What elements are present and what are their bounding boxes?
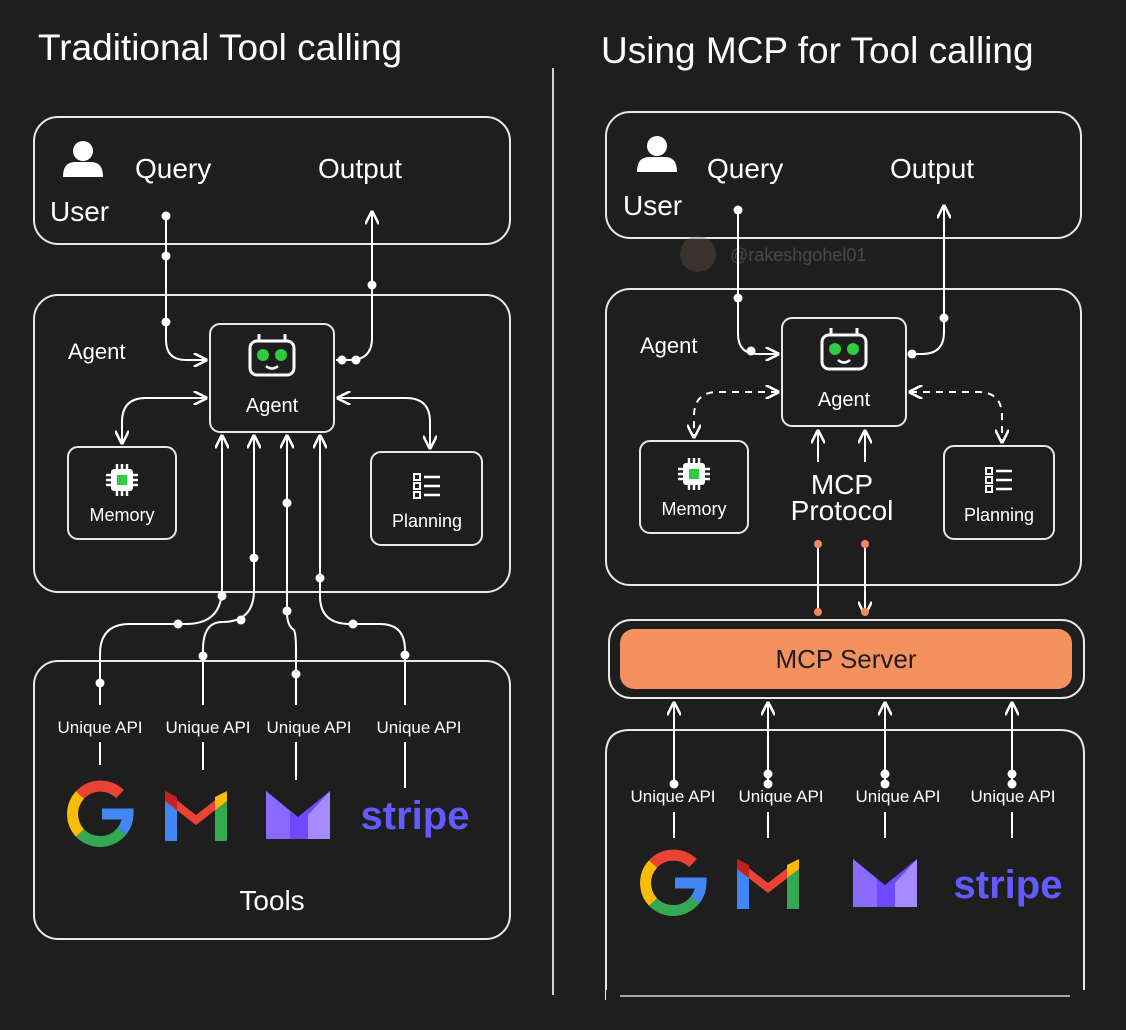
- mcp-server-frame: [608, 619, 1085, 699]
- right-agent-label: Agent: [818, 389, 871, 411]
- left-api-label-1: Unique API: [57, 718, 142, 737]
- right-output-label: Output: [890, 153, 974, 184]
- right-query-label: Query: [707, 153, 783, 184]
- right-planning-connector: [910, 392, 1002, 442]
- google-logo: [70, 786, 130, 847]
- right-memory-connector: [694, 392, 778, 437]
- left-agent-section-label: Agent: [68, 339, 126, 364]
- left-planning-connector: [338, 398, 430, 448]
- google-logo: [643, 855, 703, 916]
- gmail-logo: [165, 791, 227, 841]
- right-agent-section: [605, 288, 1082, 586]
- left-tools-label: Tools: [239, 885, 304, 916]
- left-output-label: Output: [318, 153, 402, 184]
- left-tool-connectors: [95, 436, 410, 705]
- proton-mail-logo: [853, 859, 917, 907]
- left-output-connector: [336, 212, 377, 365]
- left-agent-node: [209, 323, 335, 433]
- left-tools-box: [33, 660, 511, 940]
- right-agent-section-label: Agent: [640, 333, 698, 358]
- stripe-logo: stripe: [361, 794, 470, 838]
- left-panel: Traditional Tool calling User Query Outp…: [33, 27, 511, 940]
- list-icon: [412, 472, 442, 500]
- watermark-text: @rakeshgohel01: [730, 245, 866, 265]
- robot-icon: [248, 332, 296, 377]
- right-tool-connectors: [670, 703, 1017, 789]
- stripe-logo: stripe: [954, 863, 1063, 907]
- right-api-label-1: Unique API: [630, 787, 715, 806]
- right-tools-box: [605, 729, 1085, 1000]
- left-api-label-3: Unique API: [266, 718, 351, 737]
- proton-mail-logo: [266, 791, 330, 839]
- right-memory-label: Memory: [661, 499, 726, 519]
- left-api-label-4: Unique API: [376, 718, 461, 737]
- left-memory-box: [67, 446, 177, 540]
- right-output-connector: [907, 206, 949, 359]
- chip-icon: [104, 462, 140, 498]
- user-icon: [63, 141, 103, 177]
- gmail-logo: [737, 859, 799, 909]
- mcp-protocol-line2: Protocol: [791, 495, 894, 526]
- left-user-label: User: [50, 196, 109, 227]
- chip-icon: [676, 456, 712, 492]
- right-query-connector: [733, 205, 779, 356]
- right-title: Using MCP for Tool calling: [601, 30, 1034, 71]
- right-api-label-4: Unique API: [970, 787, 1055, 806]
- left-memory-connector: [122, 398, 206, 443]
- left-api-label-2: Unique API: [165, 718, 250, 737]
- right-api-label-3: Unique API: [855, 787, 940, 806]
- right-user-label: User: [623, 190, 682, 221]
- right-api-label-2: Unique API: [738, 787, 823, 806]
- left-memory-label: Memory: [89, 505, 154, 525]
- robot-icon: [820, 326, 868, 371]
- left-agent-section: [33, 294, 511, 593]
- left-user-box: [33, 116, 511, 245]
- protocol-server-connectors: [814, 540, 869, 616]
- user-icon: [637, 136, 677, 172]
- watermark: @rakeshgohel01: [680, 236, 866, 272]
- right-planning-label: Planning: [964, 505, 1034, 525]
- left-planning-box: [370, 451, 483, 546]
- mcp-server-label: MCP Server: [775, 644, 916, 674]
- right-panel: Using MCP for Tool calling User Query Ou…: [601, 30, 1086, 1002]
- left-title: Traditional Tool calling: [38, 27, 402, 68]
- left-planning-label: Planning: [392, 511, 462, 531]
- mcp-server: [620, 629, 1072, 689]
- mcp-protocol-line1: MCP: [811, 469, 873, 500]
- right-memory-box: [639, 440, 749, 534]
- left-agent-label: Agent: [246, 395, 299, 417]
- right-agent-node: [781, 317, 907, 427]
- left-query-connector: [161, 211, 207, 361]
- right-planning-box: [943, 445, 1055, 540]
- left-query-label: Query: [135, 153, 211, 184]
- list-icon: [984, 466, 1014, 494]
- right-user-box: [605, 111, 1082, 239]
